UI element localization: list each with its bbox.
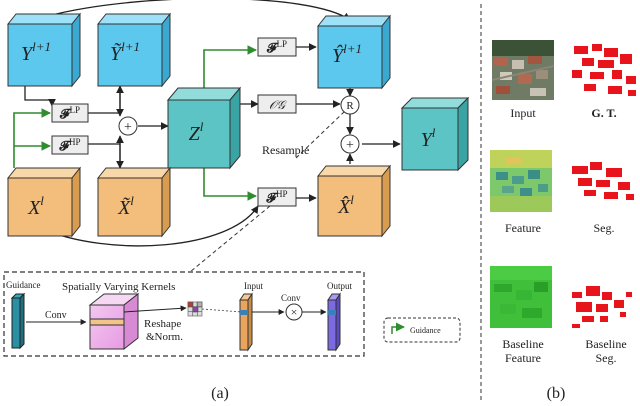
op-og: 𝒪𝒢 bbox=[257, 94, 297, 114]
svg-text:𝓕HP: 𝓕HP bbox=[58, 137, 80, 153]
guidance-legend: Guidance bbox=[383, 317, 461, 343]
gt-seg bbox=[572, 44, 636, 96]
op-flp-2: 𝓕LP bbox=[257, 37, 297, 57]
label-xhat-l: X̂l bbox=[337, 192, 354, 218]
inset-kernel-grid bbox=[187, 301, 203, 317]
guidance-edge-fhp2 bbox=[203, 168, 257, 201]
cube-y-l: Yl bbox=[400, 96, 470, 172]
guidance-edge-flp bbox=[13, 108, 51, 168]
inset-box: Guidance Spatially Varying Kernels Conv … bbox=[3, 271, 365, 357]
inset-conv2: Conv bbox=[281, 293, 301, 303]
edge-y-to-yhat bbox=[47, 0, 351, 21]
label-seg: Seg. bbox=[594, 221, 615, 235]
caption-a: (a) bbox=[211, 385, 229, 402]
inset-norm: &Norm. bbox=[146, 331, 183, 343]
svg-text:R: R bbox=[346, 100, 354, 112]
resample-label: Resample bbox=[262, 143, 309, 157]
label-z-l: Zl bbox=[189, 119, 204, 145]
input-image bbox=[491, 40, 555, 100]
cube-y-l1: Yl+1 bbox=[6, 12, 82, 88]
guidance-connections bbox=[13, 45, 257, 201]
svg-text:𝓕LP: 𝓕LP bbox=[266, 39, 287, 55]
cube-x-l: Xl bbox=[6, 166, 82, 238]
edge-x-to-fhp bbox=[39, 205, 259, 247]
inset-link bbox=[189, 205, 271, 273]
label-baseline-seg-2: Seg. bbox=[596, 351, 617, 365]
edge-flp-to-ytilde bbox=[87, 85, 124, 114]
inset-guidance-label: Guidance bbox=[6, 280, 40, 290]
inset-input-label: Input bbox=[244, 281, 263, 291]
seg bbox=[572, 162, 634, 200]
cube-xhat-l: X̂l bbox=[316, 164, 392, 238]
op-fhp-1: 𝓕HP bbox=[51, 135, 89, 155]
svg-text:×: × bbox=[291, 305, 298, 319]
op-flp-1: 𝓕LP bbox=[51, 103, 89, 123]
label-yhat-l1: Ŷl+1 bbox=[332, 41, 362, 67]
inset-output-block bbox=[327, 299, 337, 351]
cube-z-l: Zl bbox=[166, 86, 242, 170]
caption-b: (b) bbox=[547, 385, 566, 402]
svg-text:𝒪𝒢: 𝒪𝒢 bbox=[269, 98, 288, 112]
label-x-l: Xl bbox=[27, 193, 44, 219]
inset-input-block bbox=[239, 299, 249, 351]
label-input: Input bbox=[510, 106, 536, 120]
cube-xtilde-l: X̃l bbox=[96, 166, 172, 238]
panel-b: Input G. T. bbox=[490, 40, 636, 402]
label-y-l1: Yl+1 bbox=[21, 39, 51, 65]
svg-text:Guidance: Guidance bbox=[410, 326, 441, 335]
label-baseline-feature-1: Baseline bbox=[502, 337, 543, 351]
inset-kernel-block bbox=[89, 304, 125, 350]
inset-reshape: Reshape bbox=[144, 318, 181, 330]
resample-node: R bbox=[340, 95, 360, 115]
label-xtilde-l: X̃l bbox=[117, 193, 134, 219]
label-baseline-seg-1: Baseline bbox=[585, 337, 626, 351]
label-feature: Feature bbox=[505, 221, 541, 235]
cube-yhat-l1: Ŷl+1 bbox=[316, 14, 392, 90]
svg-text:𝓕HP: 𝓕HP bbox=[265, 189, 287, 205]
guidance-edge-flp2 bbox=[203, 45, 257, 88]
label-y-l: Yl bbox=[421, 125, 436, 151]
svg-text:+: + bbox=[346, 138, 354, 153]
plus-node-1: + bbox=[118, 116, 138, 136]
inset-guidance-block bbox=[11, 297, 21, 349]
label-gt: G. T. bbox=[591, 106, 616, 120]
op-fhp-2: 𝓕HP bbox=[257, 187, 297, 207]
cube-ytilde-l1: Ỹl+1 bbox=[96, 12, 172, 88]
svg-text:𝓕LP: 𝓕LP bbox=[59, 105, 80, 121]
inset-output-label: Output bbox=[327, 281, 353, 291]
baseline-seg bbox=[572, 286, 632, 328]
inset-conv1: Conv bbox=[45, 310, 67, 321]
feature-image bbox=[490, 150, 552, 212]
plus-node-2: + bbox=[340, 134, 360, 154]
baseline-feature-image bbox=[490, 266, 552, 328]
inset-title: Spatially Varying Kernels bbox=[62, 281, 175, 293]
connections bbox=[24, 0, 401, 247]
label-baseline-feature-2: Feature bbox=[505, 351, 541, 365]
label-ytilde-l1: Ỹl+1 bbox=[110, 39, 140, 65]
edge-y-to-flp bbox=[24, 86, 56, 107]
svg-text:+: + bbox=[124, 120, 132, 135]
edge-fhp-to-xtilde bbox=[87, 143, 124, 169]
